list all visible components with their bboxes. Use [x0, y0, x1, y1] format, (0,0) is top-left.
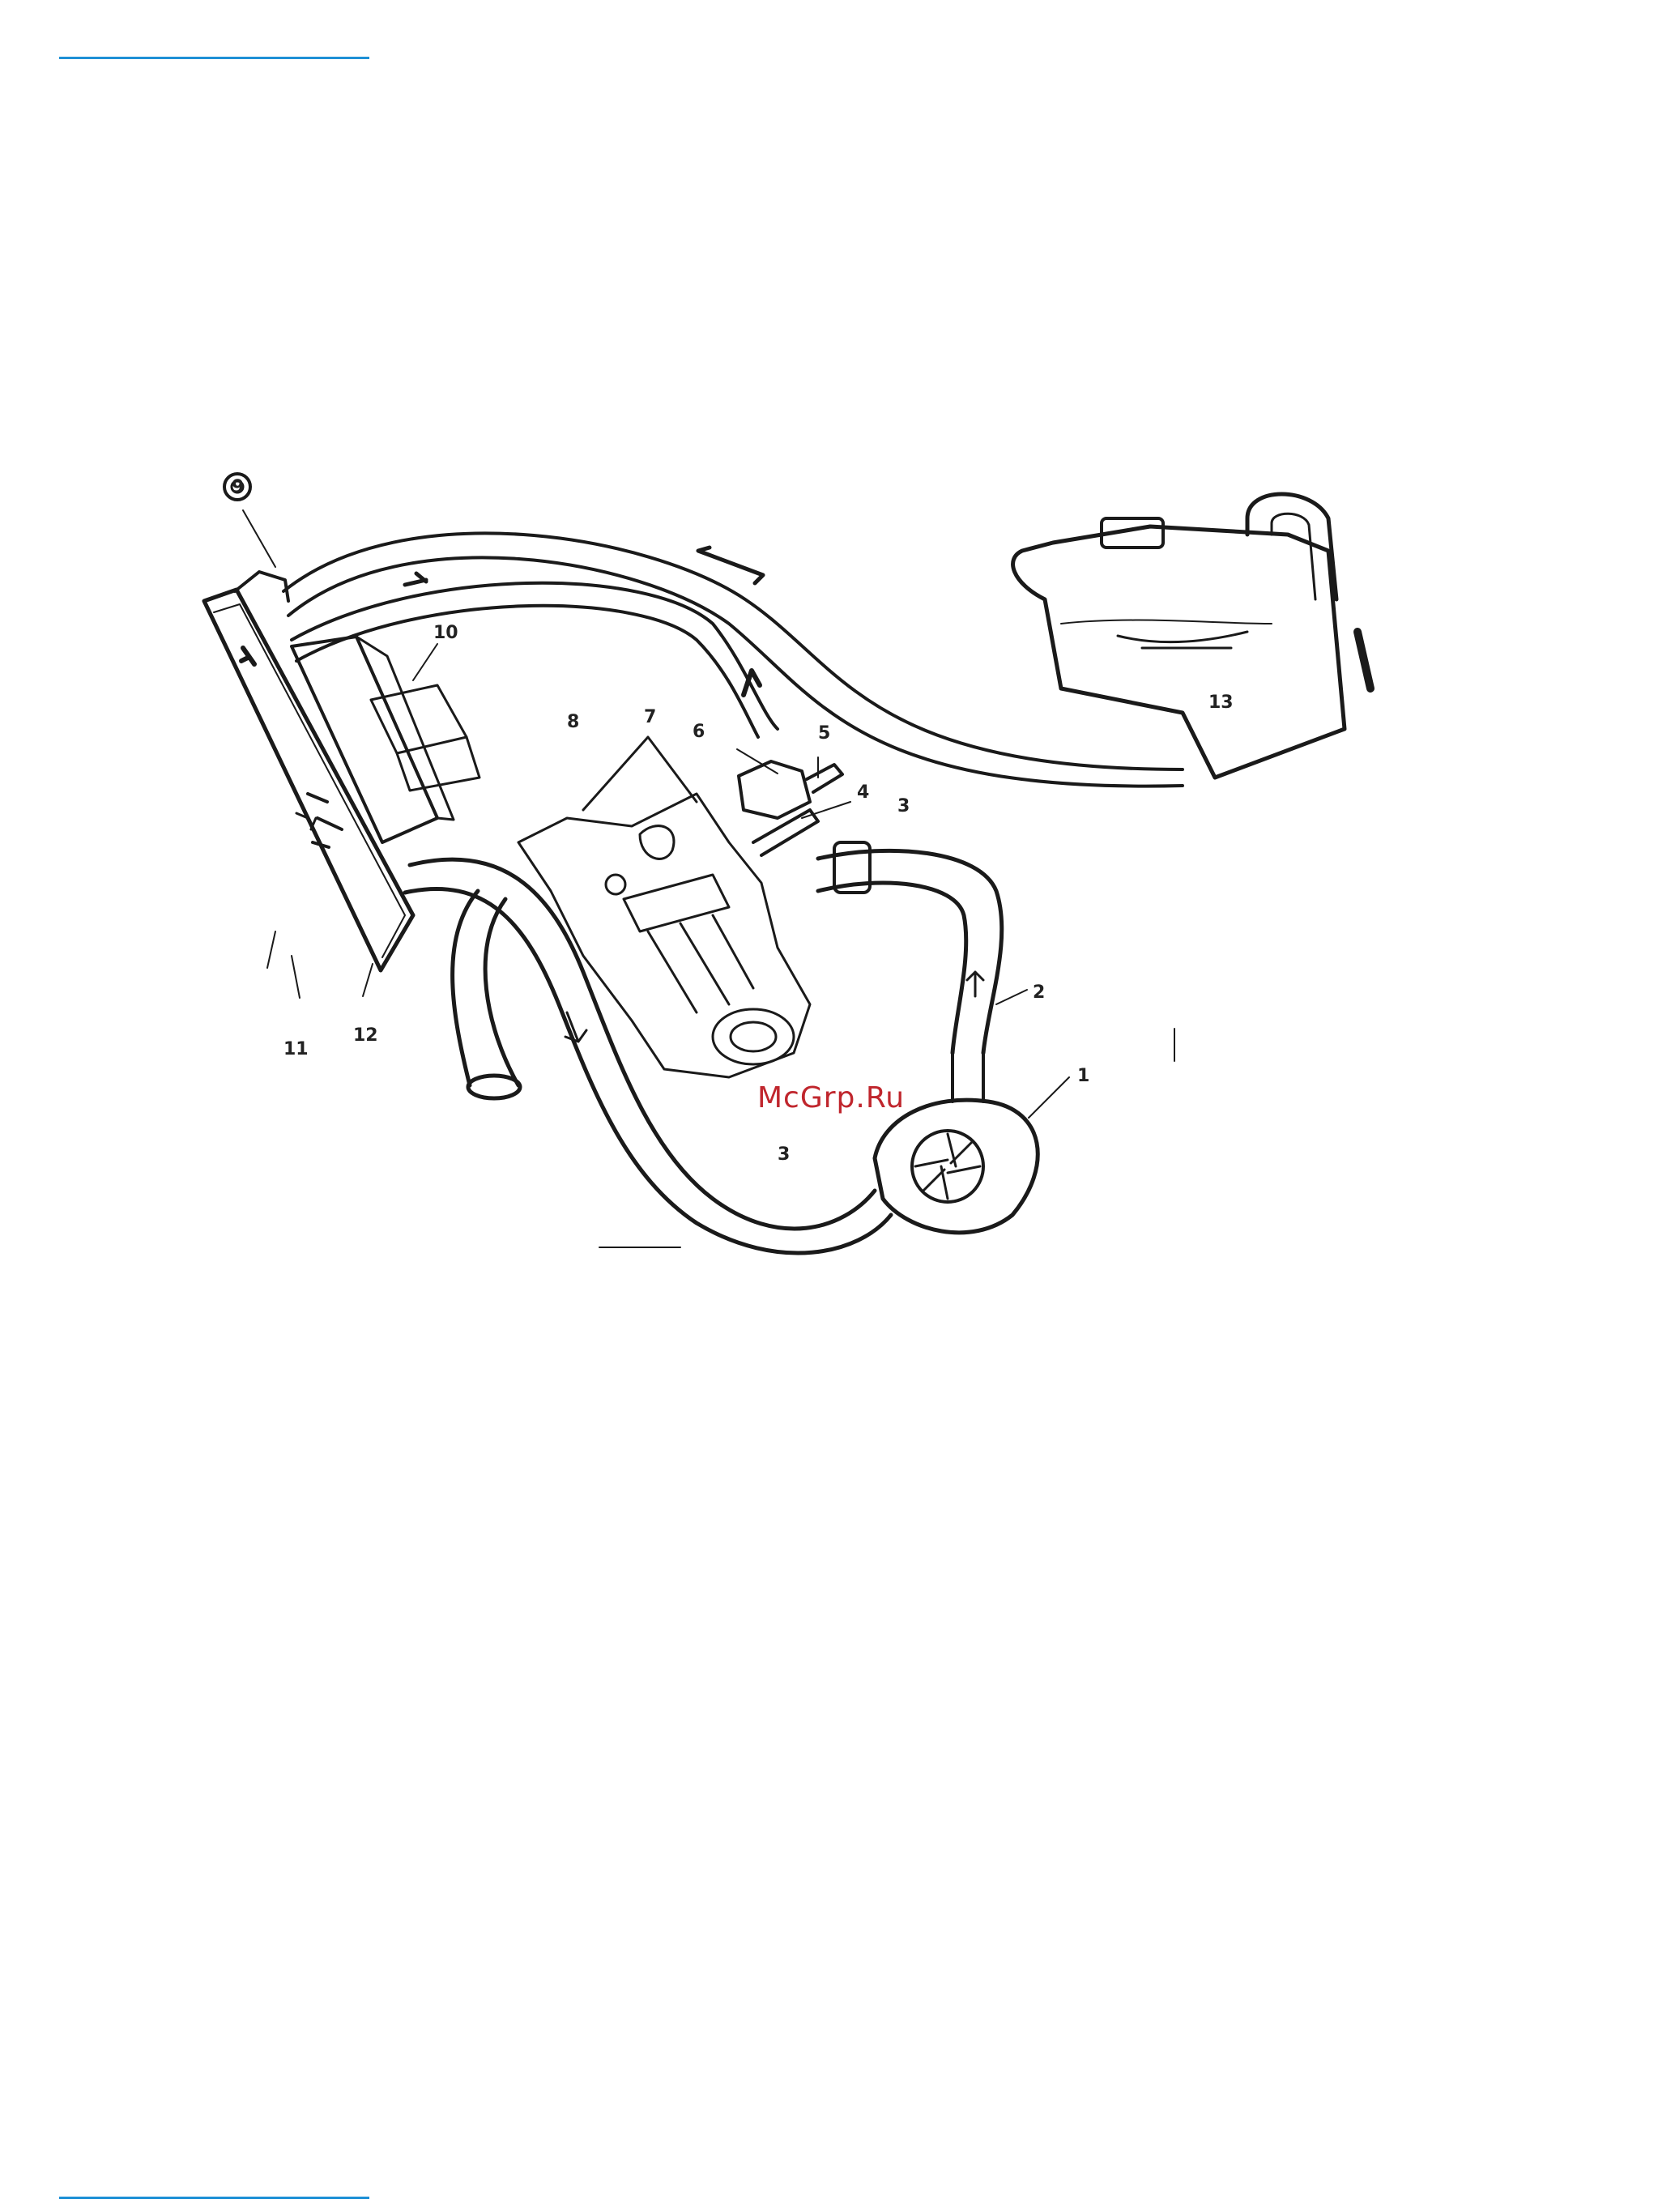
lower-left-hose	[405, 859, 891, 1253]
callout-1: 1	[1077, 1066, 1089, 1086]
callout-12: 12	[353, 1025, 378, 1046]
callout-7: 7	[644, 707, 656, 727]
expansion-tank	[1013, 494, 1370, 778]
callout-4: 4	[857, 782, 869, 803]
callout-3: 3	[897, 796, 910, 816]
water-pump	[875, 1053, 1038, 1233]
watermark: McGrp.Ru	[757, 1081, 905, 1115]
callout-9: 9	[232, 477, 244, 497]
callout-8: 8	[567, 712, 579, 732]
callout-3b: 3	[778, 1144, 790, 1165]
pump-pipe	[818, 842, 1002, 1053]
callout-13: 13	[1208, 693, 1234, 713]
thermostat	[739, 761, 842, 855]
callout-6: 6	[693, 722, 705, 742]
engine-block	[518, 737, 810, 1077]
callout-10: 10	[433, 623, 458, 643]
callout-5: 5	[818, 723, 830, 744]
callout-11: 11	[283, 1039, 309, 1059]
callout-2: 2	[1033, 982, 1045, 1003]
